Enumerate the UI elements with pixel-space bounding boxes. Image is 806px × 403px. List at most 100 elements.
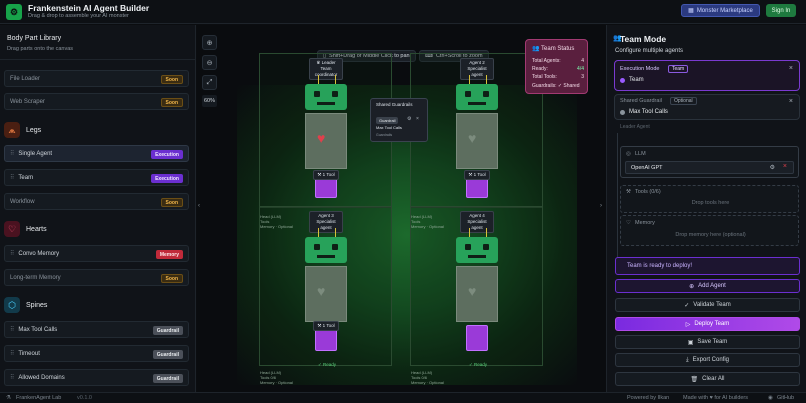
divider xyxy=(0,59,196,60)
legs-icon: ⩕ xyxy=(4,122,20,138)
zoom-level: 60% xyxy=(202,95,217,107)
close-icon[interactable]: × xyxy=(416,116,419,122)
agent-torso[interactable]: ♥ xyxy=(456,266,498,322)
wrench-icon: ⚒ xyxy=(626,189,631,195)
execution-mode-card[interactable]: Execution Mode Team × Team xyxy=(614,60,800,91)
eye-icon xyxy=(332,244,338,250)
clear-all-button[interactable]: 🗑Clear All xyxy=(615,372,800,386)
eye-icon xyxy=(332,91,338,97)
store-icon: ▦ xyxy=(688,8,694,14)
memory-badge: Memory xyxy=(155,250,183,259)
shared-guardrail-card[interactable]: Shared Guardrail Optional × Max Tool Cal… xyxy=(614,94,800,120)
antenna-icon xyxy=(318,75,319,84)
app-logo: ⚙ xyxy=(6,4,22,20)
soon-badge: Soon xyxy=(160,75,183,84)
execution-badge: Execution xyxy=(151,150,183,159)
right-collapse-icon[interactable]: › xyxy=(600,203,602,209)
save-icon: ▣ xyxy=(687,339,694,346)
deploy-team-button[interactable]: ▷Deploy Team xyxy=(615,317,800,331)
execution-value: Team xyxy=(629,77,644,83)
sign-in-button[interactable]: Sign In xyxy=(766,4,796,17)
mouth-icon xyxy=(317,102,335,105)
agent-head-llm[interactable] xyxy=(305,237,347,263)
zoom-out-icon[interactable]: ⊖ xyxy=(202,55,217,70)
remove-icon[interactable]: × xyxy=(782,163,787,170)
add-user-icon: ⊕ xyxy=(689,283,695,290)
left-collapse-icon[interactable]: ‹ xyxy=(198,203,200,209)
zoom-in-icon[interactable]: ⊕ xyxy=(202,35,217,50)
mouse-icon: ▯ xyxy=(323,53,327,59)
agent-torso[interactable]: ♥ xyxy=(456,113,498,169)
agent-torso[interactable]: ♥ xyxy=(305,113,347,169)
fit-view-icon[interactable]: ⤢ xyxy=(202,75,217,90)
agent-legs[interactable] xyxy=(466,325,488,351)
antenna-icon xyxy=(318,228,319,237)
status-row-total-agents: Total Agents:4 xyxy=(532,58,584,64)
category-spines[interactable]: ⬡Spines xyxy=(4,297,47,313)
validate-team-button[interactable]: ✓Validate Team xyxy=(615,298,800,312)
agent-section-label: Leader Agent xyxy=(620,124,650,130)
trash-icon: 🗑 xyxy=(690,376,699,383)
agent-head-llm[interactable] xyxy=(456,237,498,263)
settings-icon[interactable]: ⚙ xyxy=(769,165,775,171)
add-agent-button[interactable]: ⊕Add Agent xyxy=(615,279,800,293)
eye-icon xyxy=(483,91,489,97)
panel-subtitle: Configure multiple agents xyxy=(615,48,684,54)
crown-icon: ♛ xyxy=(316,60,322,65)
wrench-icon: ⚒ xyxy=(317,323,323,328)
tool-count-tag: ⚒ 1 Tool xyxy=(313,170,339,180)
settings-icon[interactable]: ⚙ xyxy=(407,116,412,122)
footer-version: v0.1.0 xyxy=(77,395,92,401)
tools-slot[interactable]: ⚒ Tools (0/6) Drop tools here xyxy=(620,185,799,213)
ready-message: Team is ready to deploy! xyxy=(615,257,800,275)
agent-head-llm[interactable] xyxy=(456,84,498,110)
library-subtitle: Drag parts onto the canvas xyxy=(7,46,74,52)
guardrail-chip[interactable]: Guardrail xyxy=(376,117,399,124)
close-icon[interactable]: × xyxy=(788,65,793,72)
team-status-card: 👥 Team Status Total Agents:4 Ready:4/4 T… xyxy=(525,39,588,94)
mouth-icon xyxy=(468,255,486,258)
save-team-button[interactable]: ▣Save Team xyxy=(615,335,800,349)
wrench-icon: ⚒ xyxy=(468,172,474,177)
category-legs[interactable]: ⩕Legs xyxy=(4,122,41,138)
download-icon: ⤓ xyxy=(685,356,689,363)
drag-handle-icon: ⠿ xyxy=(10,251,15,257)
monster-marketplace-button[interactable]: ▦Monster Marketplace xyxy=(681,4,760,17)
canvas-toolbar: ⊕ ⊖ ⤢ 60% xyxy=(202,35,217,107)
heart-icon: ♥ xyxy=(468,283,477,299)
memory-slot[interactable]: ♡ Memory Drop memory here (optional) xyxy=(620,215,799,246)
canvas[interactable]: ⊕ ⊖ ⤢ 60% ‹ › ▯Shift+Drag or Middle Clic… xyxy=(197,25,606,392)
close-icon[interactable]: × xyxy=(788,98,793,105)
antenna-icon xyxy=(486,75,487,84)
llm-value: OpenAI GPT xyxy=(631,165,663,171)
users-icon: 👥 xyxy=(613,35,622,42)
github-link[interactable]: GitHub xyxy=(777,395,795,401)
agent-torso[interactable]: ♥ xyxy=(305,266,347,322)
category-hearts[interactable]: ♡Hearts xyxy=(4,221,47,237)
llm-slot[interactable]: ◎ LLM OpenAI GPT ⚙ × xyxy=(620,146,799,178)
agent-head-llm[interactable] xyxy=(305,84,347,110)
guardrail-badge: Guardrail xyxy=(152,326,183,335)
drag-handle-icon: ⠿ xyxy=(10,151,15,157)
github-icon: ◉ xyxy=(768,395,773,401)
shared-guardrails-card[interactable]: Shared Guardrails Guardrail ⚙ × Max Tool… xyxy=(370,98,428,142)
dot-icon xyxy=(620,110,625,115)
dot-icon xyxy=(620,78,625,83)
llm-chip[interactable]: OpenAI GPT ⚙ × xyxy=(625,161,794,174)
export-config-button[interactable]: ⤓Export Config xyxy=(615,353,800,367)
